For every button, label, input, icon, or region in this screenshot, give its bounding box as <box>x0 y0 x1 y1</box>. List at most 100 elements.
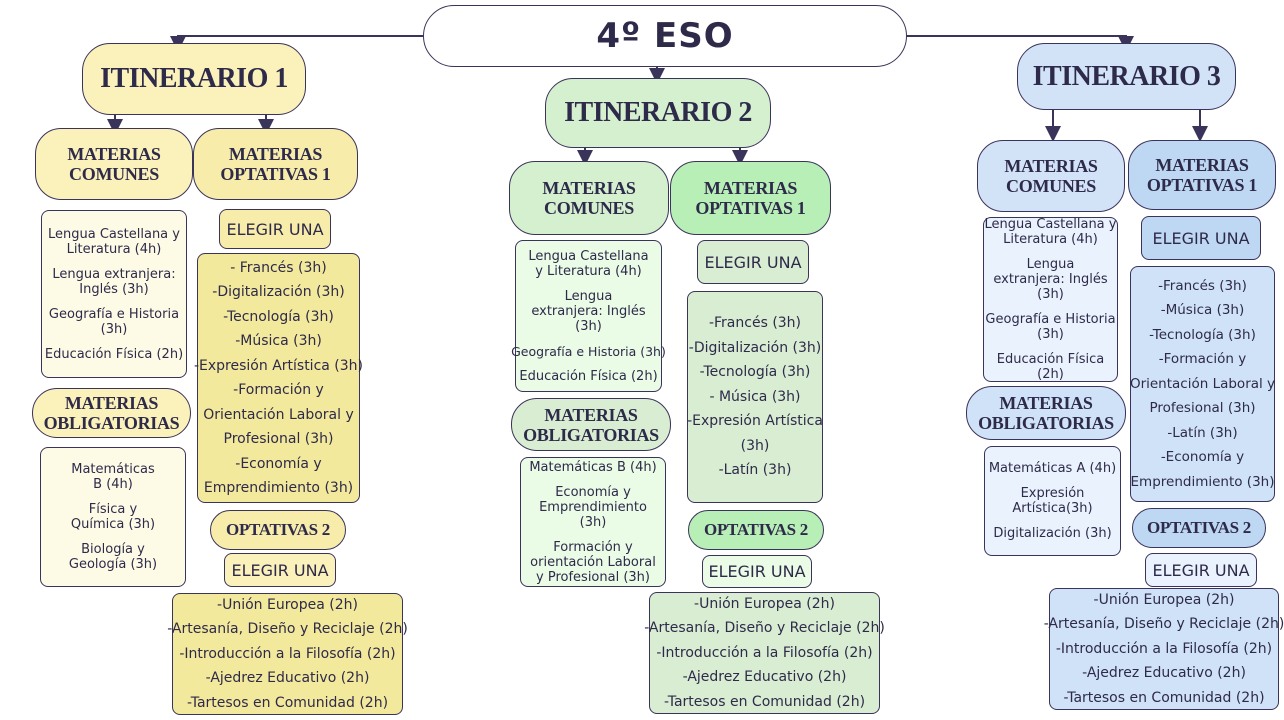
list-item: -Tecnología (3h) <box>1149 326 1256 343</box>
list-item: Matemáticas B (4h) <box>529 459 657 475</box>
list-item: Geografía e Historia (3h) <box>985 312 1116 342</box>
list-item: -Artesanía, Diseño y Reciclaje (2h) <box>644 620 885 637</box>
list-item: -Unión Europea (2h) <box>1093 591 1235 608</box>
list-item: - Música (3h) <box>709 388 801 405</box>
list-item: Geografía e Historia (3h) <box>511 343 666 359</box>
optativas2-title-2: OPTATIVAS 2 <box>688 510 824 550</box>
list-item: -Música (3h) <box>1160 302 1245 319</box>
obligatorias-list-2: Matemáticas B (4h) Economía y Emprendimi… <box>520 457 666 587</box>
optativas2-list-3: -Unión Europea (2h) -Artesanía, Diseño y… <box>1044 588 1284 710</box>
list-item: Física y Química (3h) <box>70 502 156 532</box>
list-item: (3h) <box>740 437 770 454</box>
optativas2-list-2: -Unión Europea (2h) -Artesanía, Diseño y… <box>644 592 885 714</box>
list-item: -Introducción a la Filosofía (2h) <box>179 645 396 662</box>
list-item: -Tecnología (3h) <box>223 308 334 325</box>
list-item: -Expresión Artística (3h) <box>193 357 364 374</box>
list-item: Educación Física (2h) <box>996 352 1105 382</box>
list-item: Emprendimiento (3h) <box>1130 473 1275 490</box>
list-item: -Ajedrez Educativo (2h) <box>205 670 370 687</box>
list-item: -Expresión Artística <box>687 413 823 430</box>
itinerario-2-title: ITINERARIO 2 <box>545 78 771 148</box>
optativas1-list-1: - Francés (3h) -Digitalización (3h) -Tec… <box>193 253 364 503</box>
obligatorias-title-3: MATERIAS OBLIGATORIAS <box>966 386 1126 440</box>
list-item: Matemáticas A (4h) <box>988 461 1117 476</box>
list-item: Lengua extranjera: Inglés (3h) <box>52 266 176 297</box>
list-item: -Economía y <box>1160 449 1245 466</box>
list-item: Geografía e Historia (3h) <box>48 306 180 337</box>
list-item: -Tartesos en Comunidad (2h) <box>1063 689 1265 706</box>
optativas1-title-2: MATERIAS OPTATIVAS 1 <box>670 161 831 235</box>
list-item: Lengua Castellana y Literatura (4h) <box>528 248 649 279</box>
list-item: Lengua Castellana y Literatura (4h) <box>48 226 180 257</box>
obligatorias-title-2: MATERIAS OBLIGATORIAS <box>511 398 671 451</box>
main-title: 4º ESO <box>596 16 734 56</box>
optativas2-list-1: -Unión Europea (2h) -Artesanía, Diseño y… <box>167 593 408 715</box>
list-item: Educación Física (2h) <box>44 346 184 362</box>
list-item: - Francés (3h) <box>230 259 327 276</box>
list-item: Profesional (3h) <box>1149 400 1256 417</box>
list-item: Lengua extranjera: Inglés (3h) <box>531 288 646 334</box>
itinerario-3-title: ITINERARIO 3 <box>1017 43 1236 110</box>
list-item: Orientación Laboral y <box>203 406 354 423</box>
arrow-to-itinerario-3 <box>906 35 1134 52</box>
list-item: -Latín (3h) <box>718 462 792 479</box>
list-item: Lengua extranjera: Inglés (3h) <box>993 257 1108 302</box>
list-item: -Digitalización (3h) <box>688 339 822 356</box>
optativas1-list-3: -Francés (3h) -Música (3h) -Tecnología (… <box>1130 266 1275 502</box>
arrow-to-itinerario-1 <box>170 35 423 52</box>
list-item: Profesional (3h) <box>223 431 334 447</box>
obligatorias-title-1: MATERIAS OBLIGATORIAS <box>32 388 191 438</box>
elegir-una-1a[interactable]: ELEGIR UNA <box>219 209 331 249</box>
list-item: -Unión Europea (2h) <box>694 595 835 612</box>
elegir-una-2b[interactable]: ELEGIR UNA <box>702 555 812 588</box>
list-item: -Digitalización (3h) <box>212 284 345 300</box>
main-title-box: 4º ESO <box>423 5 907 67</box>
elegir-una-3a[interactable]: ELEGIR UNA <box>1141 216 1261 260</box>
optativas2-title-1: OPTATIVAS 2 <box>210 510 346 550</box>
obligatorias-list-1: Matemáticas B (4h) Física y Química (3h)… <box>40 447 186 587</box>
list-item: Formación y orientación Laboral y Profes… <box>530 539 656 585</box>
list-item: Matemáticas B (4h) <box>71 462 155 492</box>
obligatorias-list-3: Matemáticas A (4h) Expresión Artística(3… <box>984 446 1121 556</box>
comunes-list-2: Lengua Castellana y Literatura (4h) Leng… <box>511 240 666 392</box>
list-item: Biología y Geología (3h) <box>68 542 158 572</box>
list-item: -Ajedrez Educativo (2h) <box>682 669 847 686</box>
list-item: -Música (3h) <box>235 333 322 349</box>
list-item: -Francés (3h) <box>1158 277 1247 294</box>
list-item: -Tartesos en Comunidad (2h) <box>663 693 866 710</box>
list-item: -Formación y <box>1158 351 1247 368</box>
list-item: -Artesanía, Diseño y Reciclaje (2h) <box>167 621 408 638</box>
elegir-una-1b[interactable]: ELEGIR UNA <box>224 553 336 587</box>
comunes-list-1: Lengua Castellana y Literatura (4h) Leng… <box>41 210 187 378</box>
optativas1-list-2: -Francés (3h) -Digitalización (3h) -Tecn… <box>687 291 823 503</box>
list-item: -Latín (3h) <box>1167 424 1238 441</box>
comunes-list-3: Lengua Castellana y Literatura (4h) Leng… <box>983 217 1118 382</box>
list-item: Lengua Castellana y Literatura (4h) <box>984 217 1117 247</box>
list-item: Digitalización (3h) <box>993 526 1112 541</box>
list-item: Expresión Artística(3h) <box>1012 486 1093 516</box>
optativas1-title-3: MATERIAS OPTATIVAS 1 <box>1128 140 1276 210</box>
list-item: -Tartesos en Comunidad (2h) <box>186 694 389 711</box>
comunes-title-1: MATERIAS COMUNES <box>35 128 193 200</box>
comunes-title-3: MATERIAS COMUNES <box>977 140 1125 212</box>
list-item: -Ajedrez Educativo (2h) <box>1082 665 1246 682</box>
list-item: Educación Física (2h) <box>519 368 658 384</box>
elegir-una-2a[interactable]: ELEGIR UNA <box>697 240 809 284</box>
list-item: -Unión Europea (2h) <box>217 596 358 613</box>
list-item: Economía y Emprendimiento (3h) <box>539 484 647 530</box>
list-item: -Francés (3h) <box>708 315 802 332</box>
elegir-una-3b[interactable]: ELEGIR UNA <box>1145 553 1257 587</box>
optativas1-title-1: MATERIAS OPTATIVAS 1 <box>193 128 358 200</box>
list-item: -Introducción a la Filosofía (2h) <box>656 644 873 661</box>
comunes-title-2: MATERIAS COMUNES <box>509 161 669 235</box>
list-item: -Economía y <box>235 455 322 472</box>
list-item: -Introducción a la Filosofía (2h) <box>1055 640 1273 657</box>
list-item: -Formación y <box>233 382 324 398</box>
list-item: -Tecnología (3h) <box>699 364 811 381</box>
list-item: Orientación Laboral y <box>1129 375 1276 392</box>
list-item: Emprendimiento (3h) <box>203 480 354 496</box>
itinerario-1-title: ITINERARIO 1 <box>82 43 306 115</box>
optativas2-title-3: OPTATIVAS 2 <box>1132 508 1266 548</box>
list-item: -Artesanía, Diseño y Reciclaje (2h) <box>1043 616 1284 633</box>
